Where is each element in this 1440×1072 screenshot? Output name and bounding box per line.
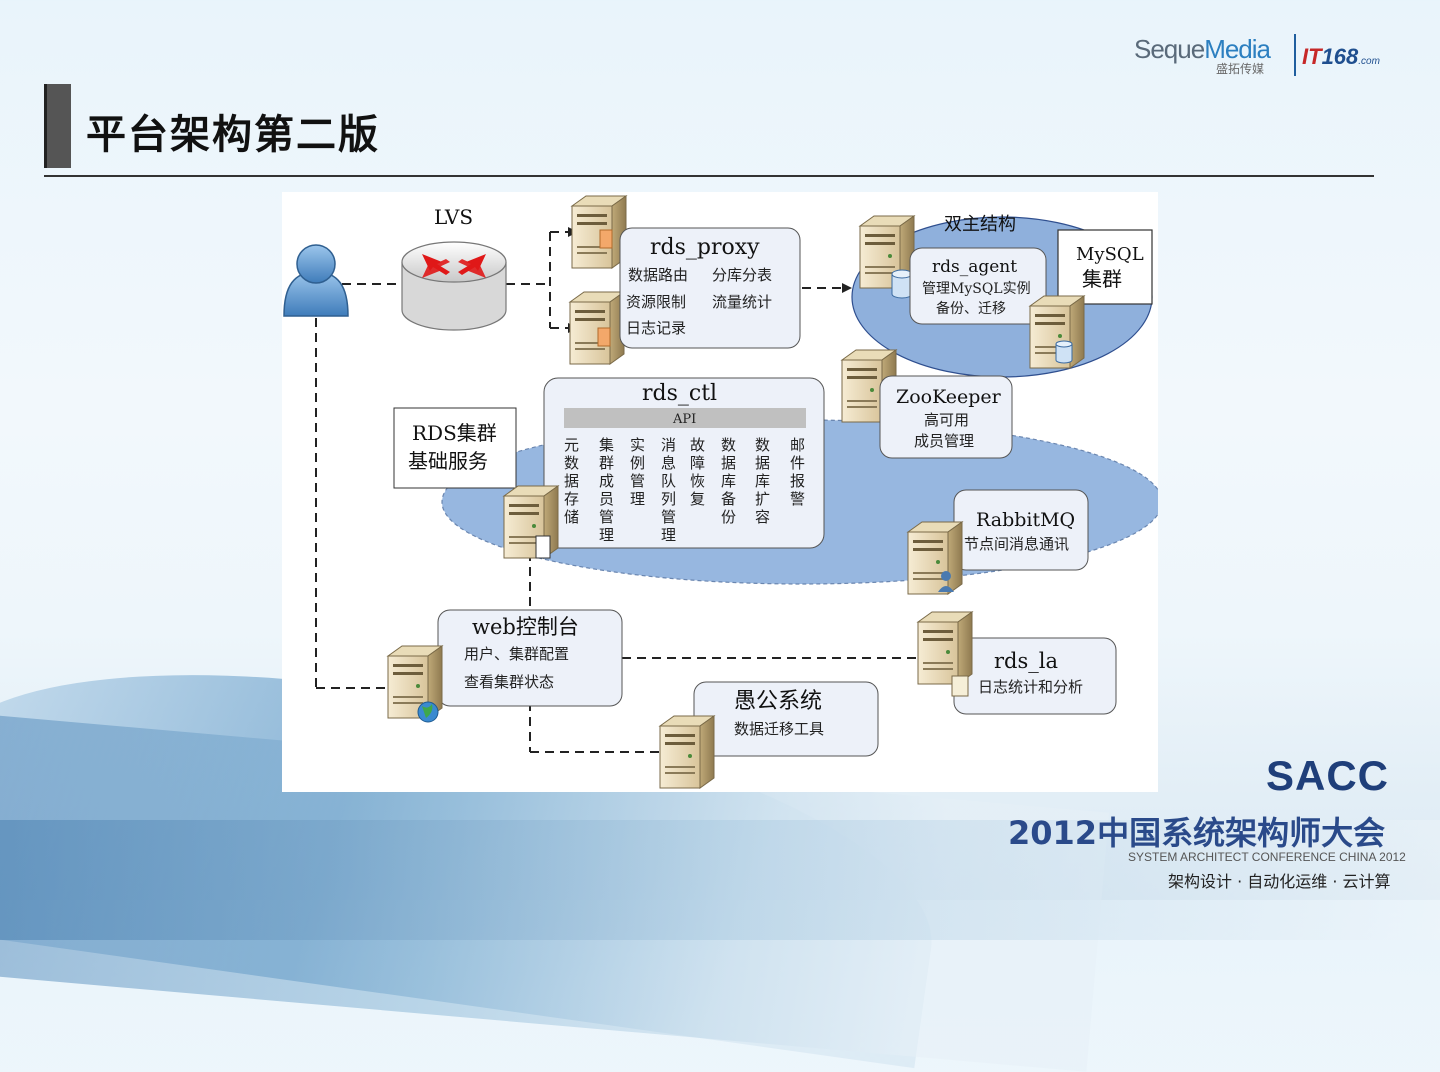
user-icon — [284, 245, 348, 316]
rds-ctl-title: rds_ctl — [642, 381, 717, 406]
rabbitmq-server-icon — [908, 522, 962, 594]
rds-agent-line: 管理MySQL实例 — [922, 281, 1031, 297]
rds-la-line: 日志统计和分析 — [978, 678, 1083, 696]
zookeeper-line: 成员管理 — [914, 432, 974, 450]
rabbitmq-title: RabbitMQ — [976, 509, 1075, 531]
mysql-cluster-label: MySQL — [1076, 244, 1144, 265]
rds-ctl-column: 数据库扩容 — [755, 436, 770, 526]
rabbitmq-line: 节点间消息通讯 — [964, 535, 1069, 553]
dual-master-label: 双主结构 — [944, 214, 1016, 235]
proxy-feature: 资源限制 — [626, 293, 686, 311]
rds-ctl-column: 数据库备份 — [721, 436, 736, 526]
mysql-cluster-label: 集群 — [1082, 267, 1122, 291]
rds-agent-line: 备份、迁移 — [936, 300, 1006, 317]
web-console-line: 用户、集群配置 — [464, 645, 569, 663]
it168-logo: IT168.com — [1302, 44, 1380, 70]
proxy-feature: 流量统计 — [712, 293, 772, 311]
zookeeper-title: ZooKeeper — [896, 386, 1002, 408]
title-divider — [44, 175, 1374, 177]
conference-tagline: 架构设计 · 自动化运维 · 云计算 — [1168, 868, 1391, 892]
rds-ctl-column: 集群成员管理 — [599, 436, 614, 544]
rds-ctl-column: 消息队列管理 — [661, 436, 676, 544]
rds-agent-title: rds_agent — [932, 257, 1017, 277]
rds-cluster-label: RDS集群 — [412, 421, 497, 445]
rds-ctl-column: 邮件报警 — [790, 436, 805, 508]
proxy-server-icon — [572, 196, 626, 268]
page-title: 平台架构第二版 — [86, 102, 380, 160]
yugong-title: 愚公系统 — [734, 689, 822, 714]
conference-title: 2012中国系统架构师大会 — [1008, 808, 1385, 854]
yugong-line: 数据迁移工具 — [734, 720, 824, 738]
router-icon — [402, 242, 506, 330]
api-label: API — [672, 412, 696, 427]
seque-media-subtitle: 盛拓传媒 — [1216, 60, 1264, 77]
proxy-feature: 数据路由 — [628, 266, 688, 284]
proxy-server-icon — [570, 292, 624, 364]
rds-la-title: rds_la — [994, 649, 1058, 673]
rds-la-server-icon — [918, 612, 972, 684]
sacc-logo: SACC — [1266, 752, 1389, 800]
conference-english: SYSTEM ARCHITECT CONFERENCE CHINA 2012 — [1128, 850, 1406, 864]
rds-proxy-title: rds_proxy — [650, 235, 760, 260]
rds-ctl-column: 实例管理 — [630, 436, 645, 508]
web-console-line: 查看集群状态 — [464, 673, 554, 691]
lvs-label: LVS — [434, 205, 473, 229]
zookeeper-line: 高可用 — [924, 411, 969, 429]
proxy-feature: 分库分表 — [712, 266, 772, 284]
rds-ctl-column: 故障恢复 — [690, 436, 705, 508]
rds-cluster-label: 基础服务 — [408, 449, 488, 473]
yugong-server-icon — [660, 716, 714, 788]
web-console-title: web控制台 — [472, 615, 579, 639]
proxy-feature: 日志记录 — [626, 319, 686, 337]
architecture-diagram: LVS rds_proxy 数据路由 分库分表 资源限制 流量统计 日志记录 双… — [282, 192, 1158, 792]
brand-separator — [1294, 34, 1296, 76]
rds-cluster-label-box — [394, 408, 516, 488]
rds-ctl-column: 元数据存储 — [564, 436, 579, 526]
title-accent-bar — [44, 84, 71, 168]
